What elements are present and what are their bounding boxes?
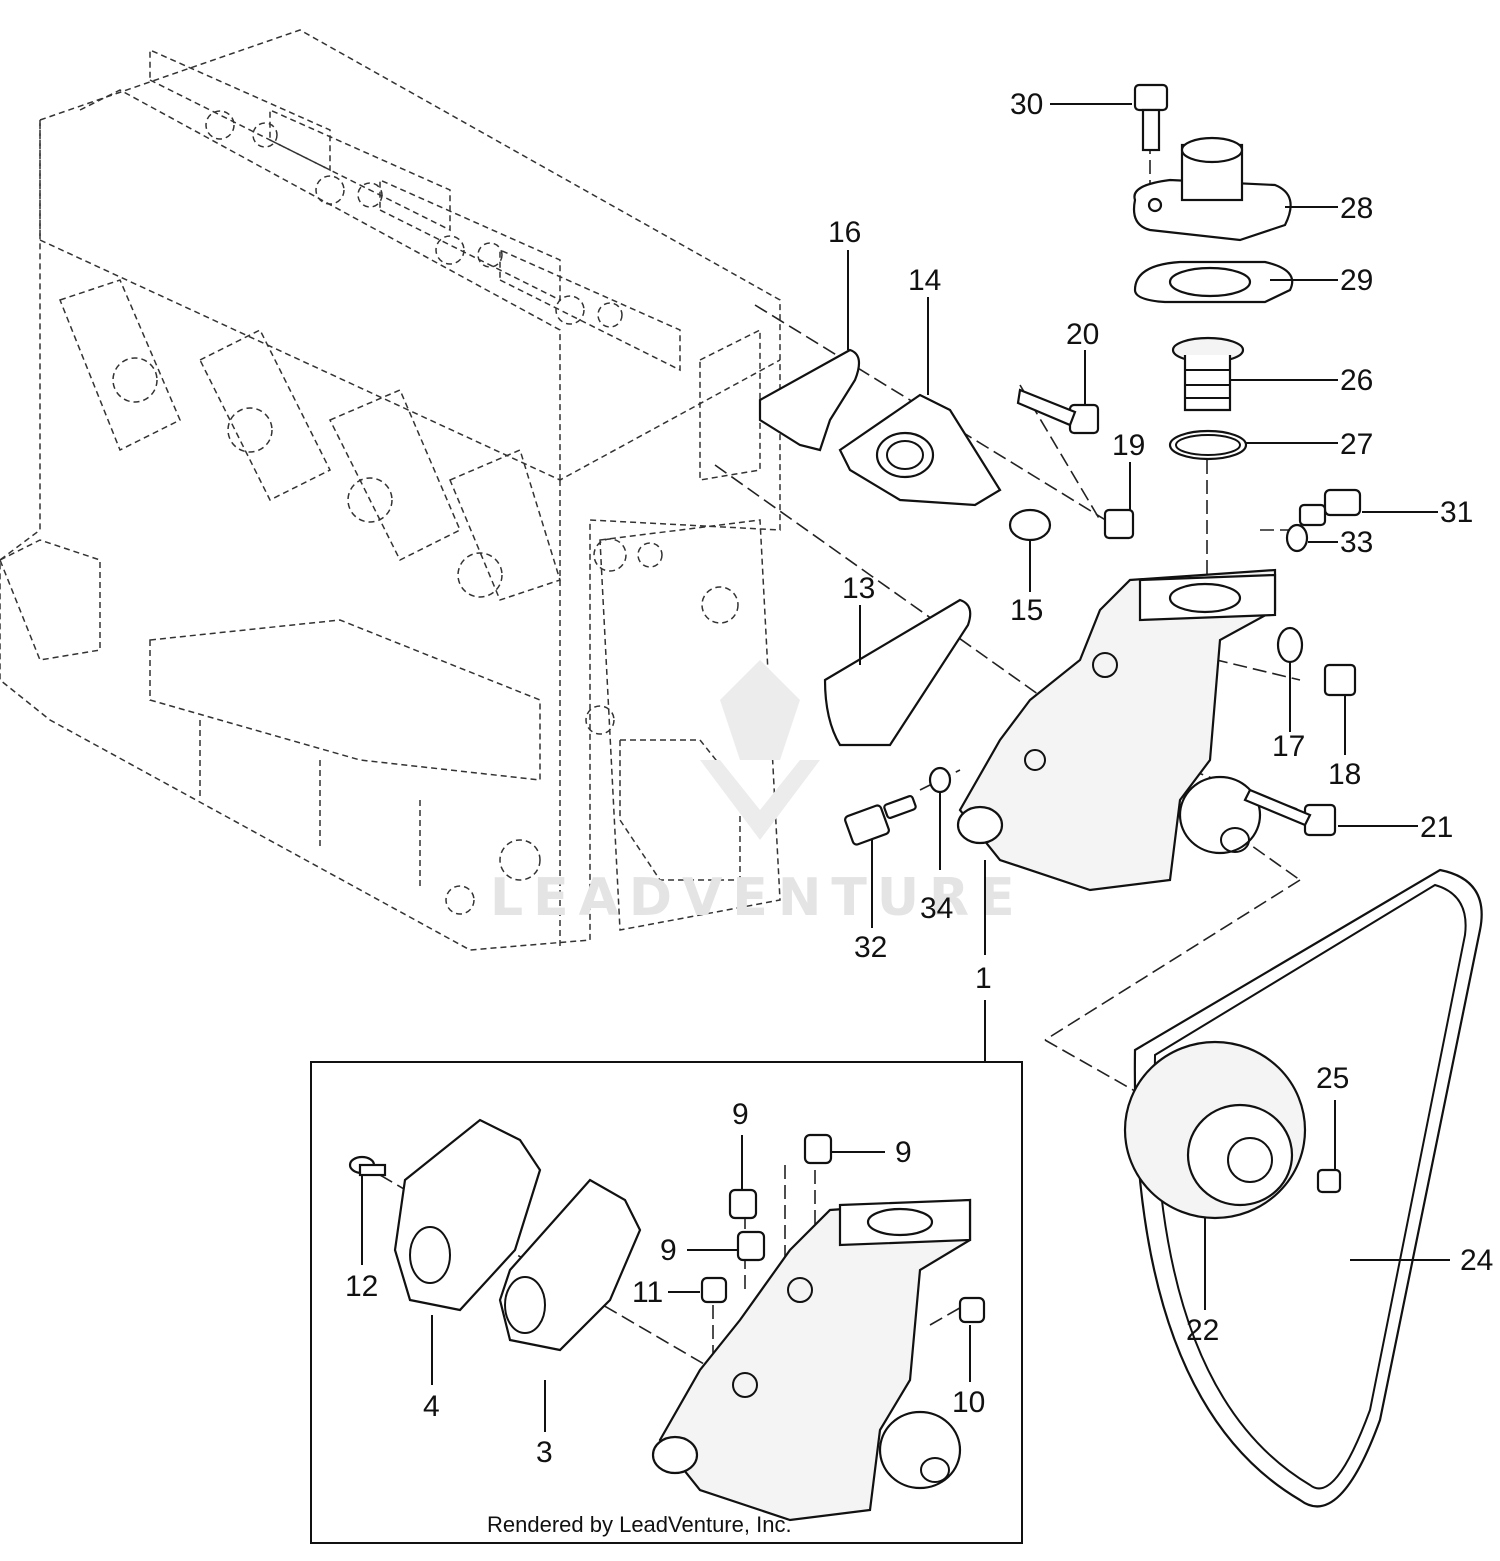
washer-33 bbox=[1285, 523, 1309, 553]
washer-34 bbox=[928, 766, 952, 794]
callout-21: 21 bbox=[1420, 811, 1453, 844]
callout-18: 18 bbox=[1328, 758, 1361, 791]
pulley-22 bbox=[1123, 1040, 1307, 1220]
gasket-3 bbox=[498, 1178, 642, 1352]
inset-water-pump bbox=[651, 1198, 972, 1522]
callout-10: 10 bbox=[952, 1386, 985, 1419]
callout-15: 15 bbox=[1010, 594, 1043, 627]
render-credit: Rendered by LeadVenture, Inc. bbox=[487, 1512, 792, 1537]
gasket-13 bbox=[823, 598, 972, 747]
plug-9b bbox=[803, 1133, 833, 1165]
leader-lines bbox=[361, 103, 1450, 1432]
plug-9c bbox=[736, 1230, 766, 1262]
washer-17 bbox=[1276, 626, 1304, 664]
callout-9a: 9 bbox=[732, 1098, 749, 1131]
callout-29: 29 bbox=[1340, 264, 1373, 297]
gasket-29 bbox=[1133, 260, 1294, 304]
callout-1: 1 bbox=[975, 962, 992, 995]
gasket-15 bbox=[1008, 508, 1052, 542]
callout-4: 4 bbox=[423, 1390, 440, 1423]
callout-25: 25 bbox=[1316, 1062, 1349, 1095]
bolt-20 bbox=[1016, 388, 1100, 435]
callout-17: 17 bbox=[1272, 730, 1305, 763]
bolt-18 bbox=[1323, 663, 1357, 697]
gasket-4 bbox=[393, 1118, 542, 1312]
callout-28: 28 bbox=[1340, 192, 1373, 225]
plug-11 bbox=[700, 1276, 728, 1304]
sensor-32 bbox=[844, 795, 917, 846]
callout-14: 14 bbox=[908, 264, 941, 297]
callout-26: 26 bbox=[1340, 364, 1373, 397]
plug-31 bbox=[1298, 488, 1362, 527]
thermostat-cover-28 bbox=[1132, 136, 1292, 242]
callout-34: 34 bbox=[920, 892, 953, 925]
inset-frame bbox=[310, 1061, 1023, 1544]
callout-20: 20 bbox=[1066, 318, 1099, 351]
watermark-text: LEADVENTURE bbox=[490, 868, 1025, 928]
plug-9a bbox=[728, 1188, 758, 1220]
screw-12 bbox=[348, 1155, 387, 1177]
callout-24: 24 bbox=[1460, 1244, 1493, 1277]
callout-33: 33 bbox=[1340, 526, 1373, 559]
bolt-19 bbox=[1103, 508, 1135, 540]
callout-32: 32 bbox=[854, 931, 887, 964]
water-pump-1 bbox=[956, 568, 1277, 892]
callout-22: 22 bbox=[1186, 1314, 1219, 1347]
bolt-30 bbox=[1133, 83, 1169, 152]
water-flange-14 bbox=[838, 393, 1002, 507]
callout-30: 30 bbox=[1010, 88, 1043, 121]
watermark-logo: LEADVENTURE bbox=[490, 660, 1025, 928]
bolt-21 bbox=[1243, 788, 1337, 837]
callout-13: 13 bbox=[842, 572, 875, 605]
callout-11: 11 bbox=[632, 1276, 663, 1309]
callout-27: 27 bbox=[1340, 428, 1373, 461]
callout-19: 19 bbox=[1112, 429, 1145, 462]
o-ring-27 bbox=[1168, 429, 1248, 461]
fan-belt-24 bbox=[1133, 868, 1483, 1508]
engine-block bbox=[0, 29, 781, 951]
callout-9c: 9 bbox=[660, 1234, 677, 1267]
callout-9b: 9 bbox=[895, 1136, 912, 1169]
gasket-16 bbox=[758, 348, 861, 452]
plug-10 bbox=[958, 1296, 986, 1324]
callout-3: 3 bbox=[536, 1436, 553, 1469]
callout-12: 12 bbox=[345, 1270, 378, 1303]
inset-parts bbox=[348, 1118, 986, 1522]
bolt-25 bbox=[1316, 1168, 1342, 1194]
thermostat-26 bbox=[1171, 336, 1245, 412]
callout-16: 16 bbox=[828, 216, 861, 249]
callout-31: 31 bbox=[1440, 496, 1473, 529]
callouts: 30 28 29 26 27 31 33 16 14 20 19 15 13 1… bbox=[345, 88, 1493, 1469]
